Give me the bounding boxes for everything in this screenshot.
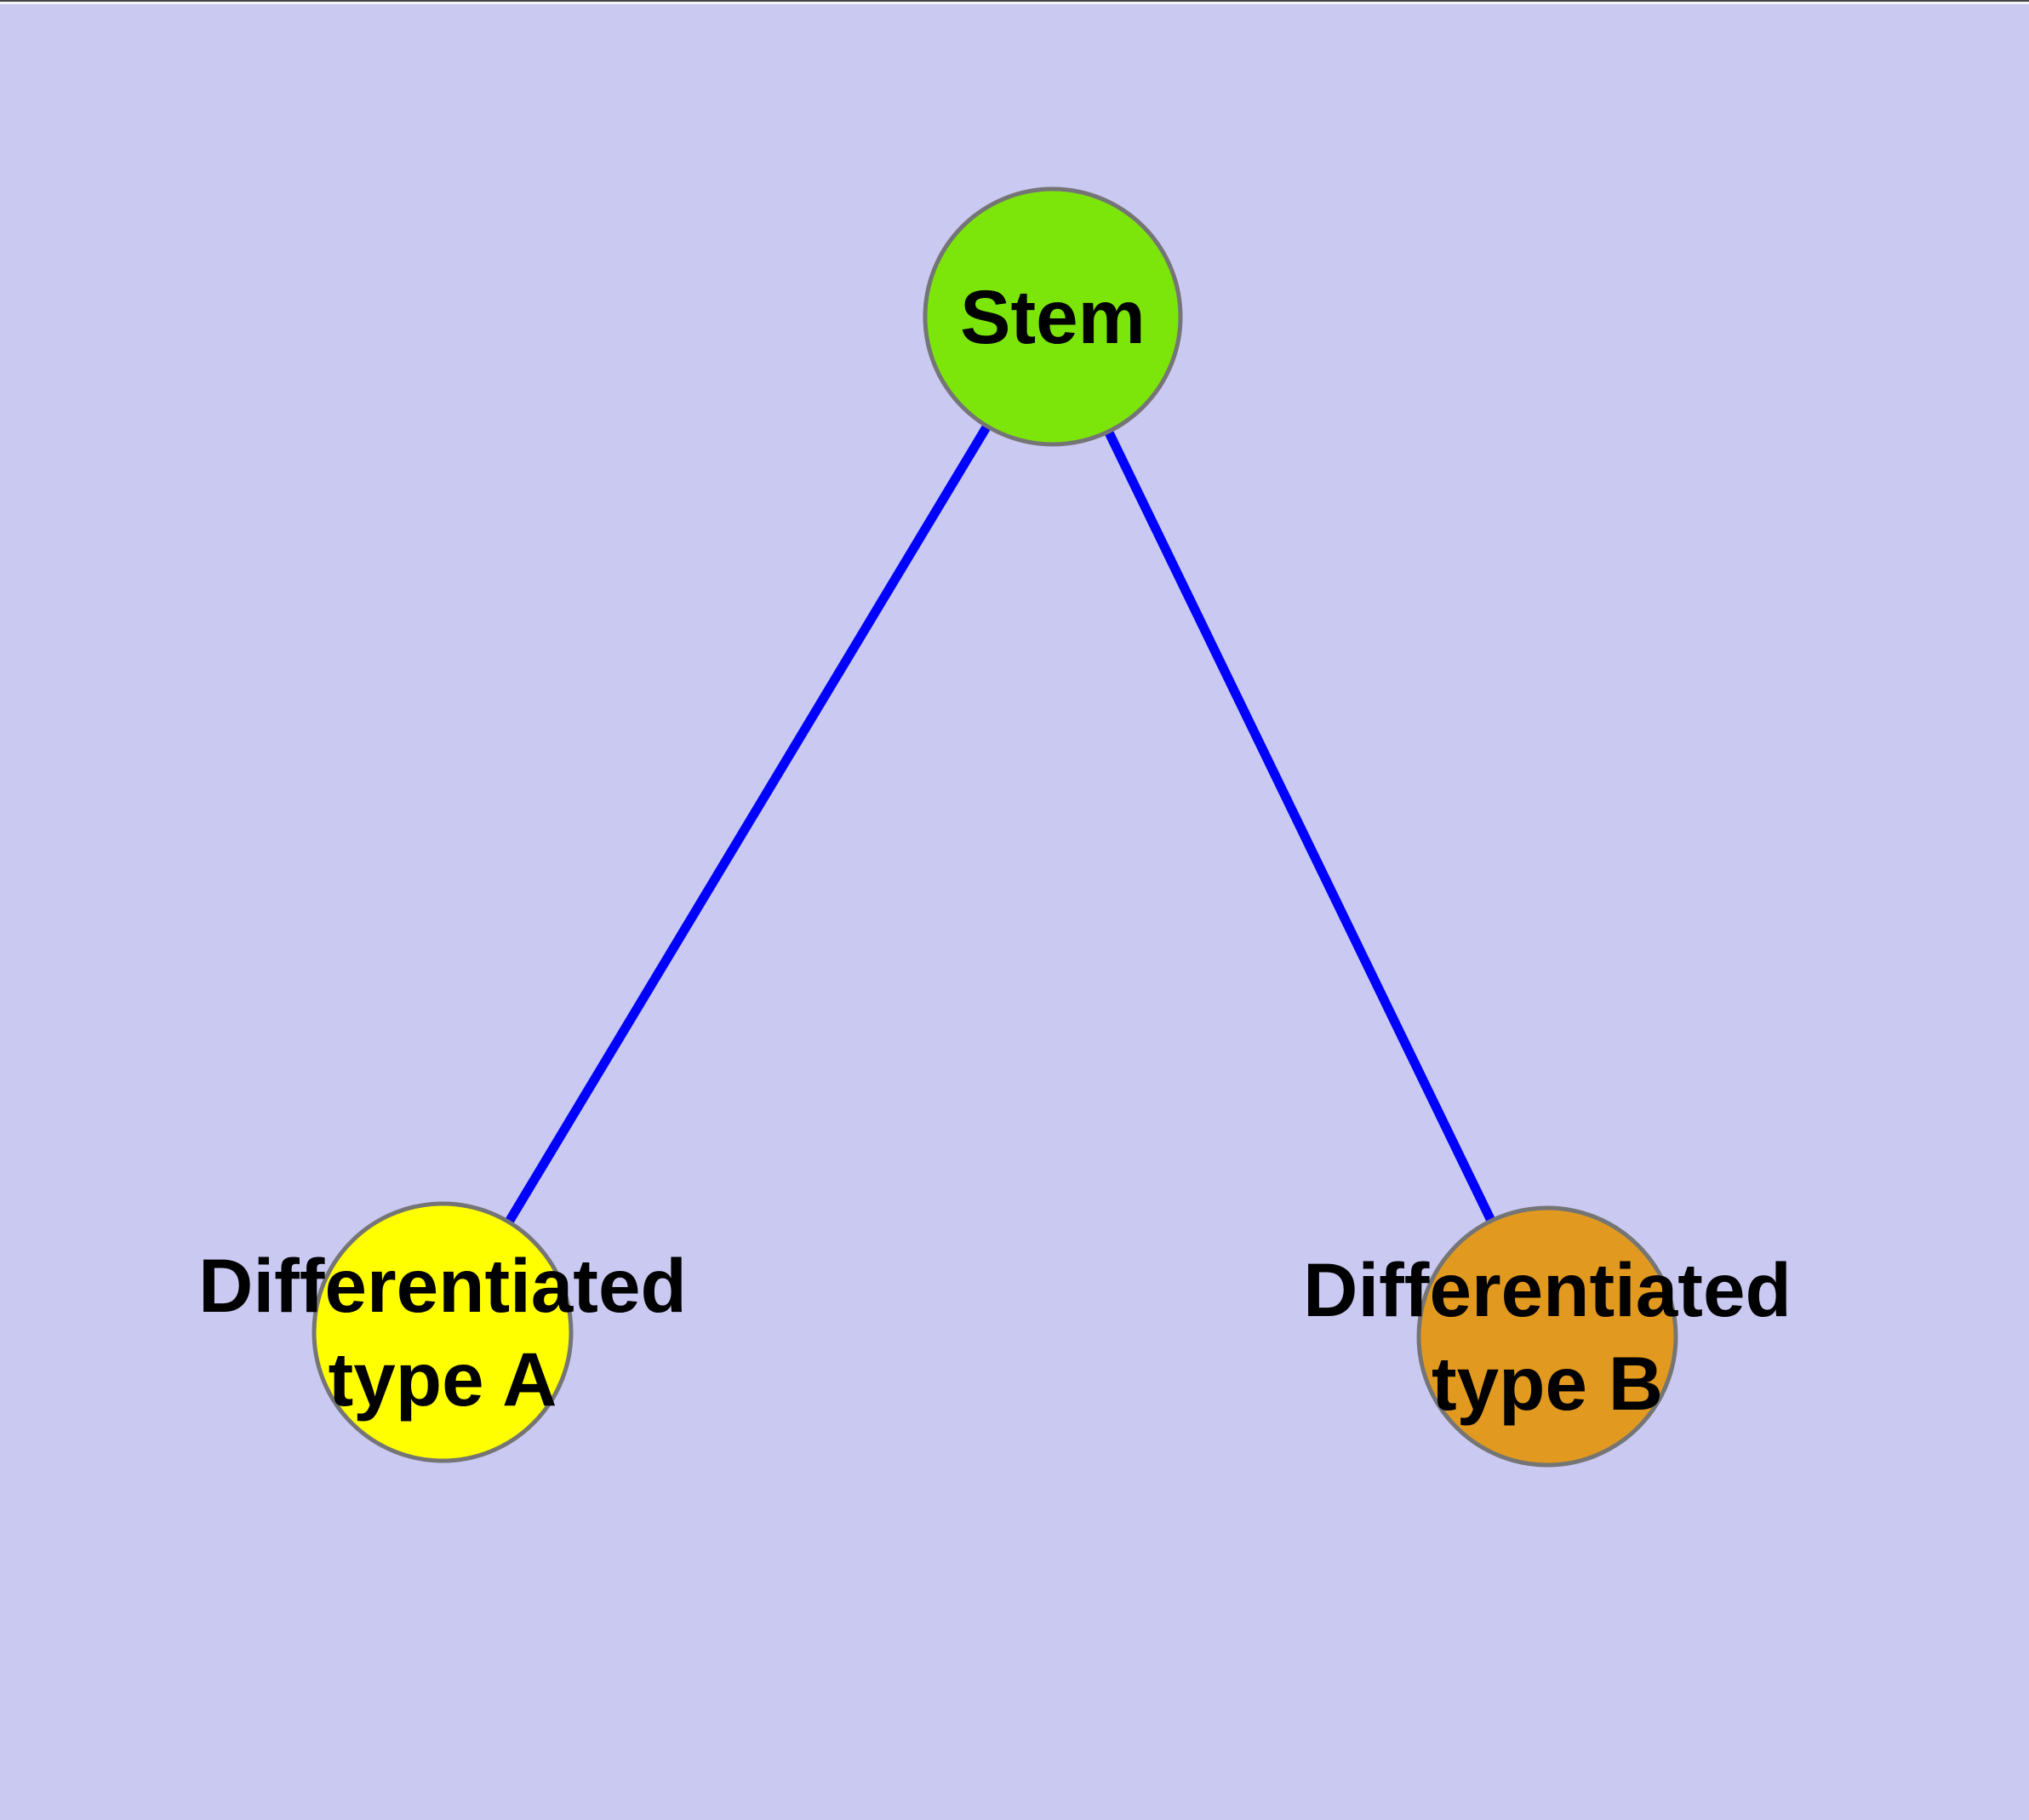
node-stem-circle <box>923 186 1183 447</box>
node-diff-b-label-line: Differentiated <box>1303 1247 1792 1332</box>
node-diff-a-label-line: Differentiated <box>198 1243 687 1328</box>
nodes-layer <box>311 186 1678 1468</box>
node-diff-b-label-line: type B <box>1432 1341 1663 1426</box>
node-diff-a-circle <box>311 1201 574 1463</box>
edge-stem-to-diff-b <box>1049 314 1552 1339</box>
node-stem-label: Stem <box>960 274 1146 359</box>
node-diff-b-label: Differentiated type B <box>1303 1247 1792 1426</box>
window-top-edge <box>0 0 2029 2</box>
window-top-highlight <box>0 2 2029 4</box>
edge-stem-to-diff-a <box>438 314 1057 1335</box>
node-stem-label-line: Stem <box>960 274 1146 359</box>
node-diff-a-label-line: type A <box>329 1336 557 1422</box>
edges-layer <box>438 314 1552 1339</box>
node-diff-b-circle <box>1416 1205 1678 1468</box>
